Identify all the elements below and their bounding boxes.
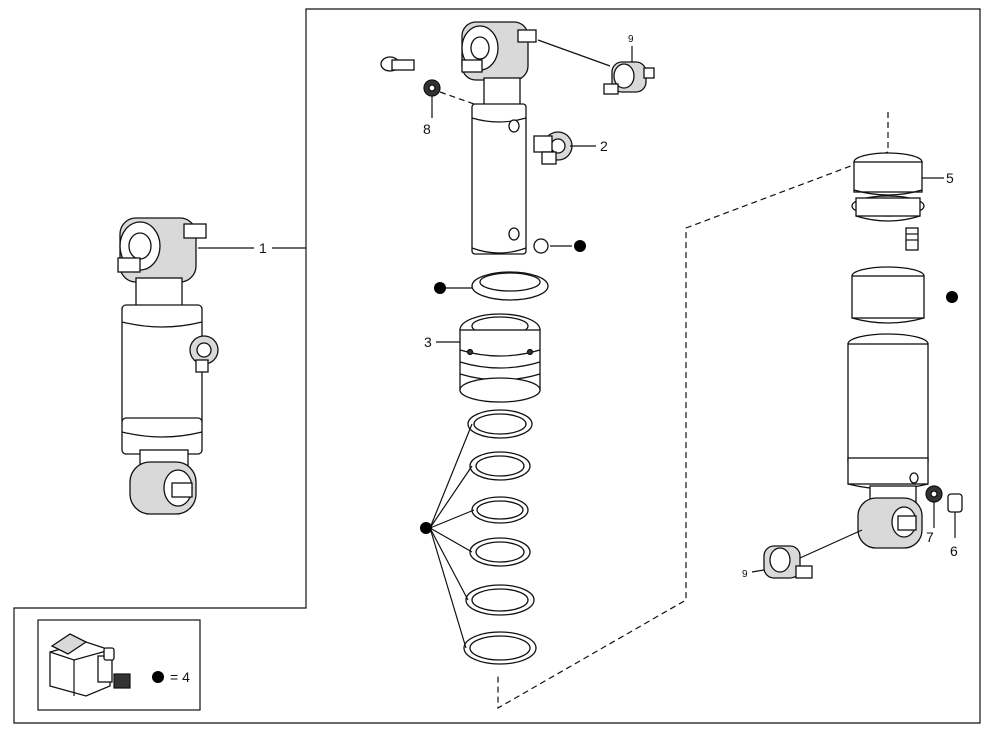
sleeve-part-5 [851, 152, 925, 222]
grease-nipple [905, 227, 919, 251]
callout-3: 3 [424, 334, 432, 350]
kit-box-icon [49, 633, 164, 697]
bolt-part-6 [947, 493, 963, 538]
right-group-boundary [497, 112, 889, 710]
piston [459, 313, 541, 403]
callout-7: 7 [926, 529, 934, 545]
kit-dot-rings [420, 522, 432, 534]
callout-leaders [198, 96, 944, 528]
callout-4-legend: = 4 [170, 669, 190, 685]
exploded-rod-end [461, 21, 537, 255]
bearing-part-9-top [537, 39, 655, 95]
cylinder-tube [847, 333, 929, 549]
kit-dot-upper-ring [434, 282, 472, 294]
callout-2: 2 [600, 138, 608, 154]
kit-dot-bushing [946, 291, 958, 303]
callout-9-bottom: 9 [742, 569, 748, 580]
callout-5: 5 [946, 170, 954, 186]
ring-seal-upper [471, 271, 549, 301]
ring-leader-lines [420, 423, 475, 649]
washer-part-7 [925, 485, 943, 503]
callout-9-top: 9 [628, 34, 634, 45]
bushing [851, 266, 958, 324]
seal-ring-stack [463, 409, 537, 665]
diagram-frame [13, 8, 981, 724]
callout-6: 6 [950, 543, 958, 559]
legend-dot [152, 671, 164, 683]
bolt-part-8 [380, 56, 475, 105]
callout-1: 1 [259, 240, 267, 256]
assembled-cylinder [117, 217, 219, 515]
valve-part-2 [533, 131, 573, 165]
bearing-part-9-bottom [751, 529, 863, 579]
check-ball [533, 238, 586, 254]
callout-8: 8 [423, 121, 431, 137]
